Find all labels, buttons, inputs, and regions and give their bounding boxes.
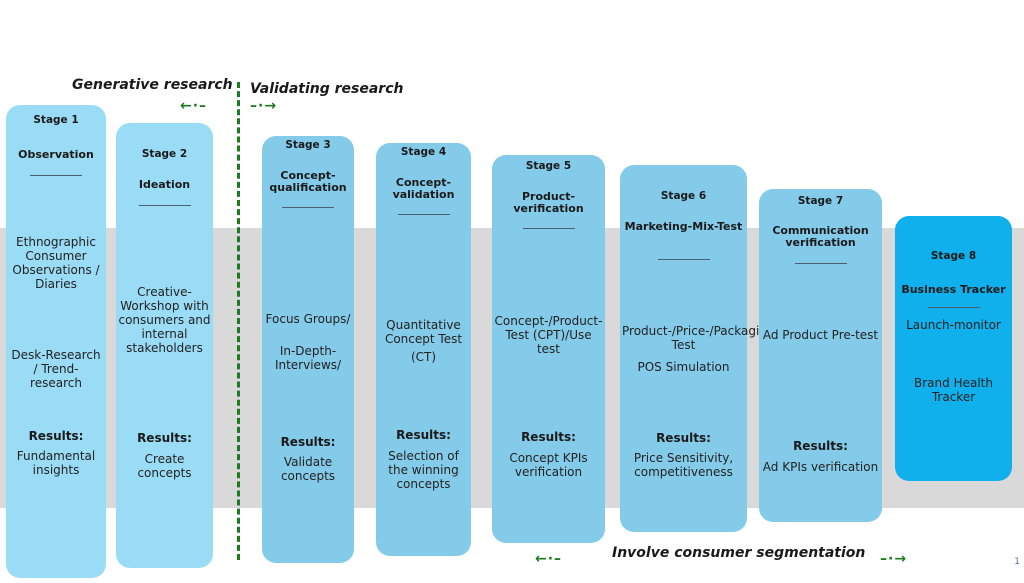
stage-method: Desk-Research / Trend-research <box>11 348 101 390</box>
stage-method: Product-/Price-/Packaging-Test <box>622 324 779 352</box>
stage-number: Stage 1 <box>33 114 79 126</box>
results-label: Results: <box>656 431 711 445</box>
generative-research-label: Generative research <box>72 77 233 93</box>
stage-method: Concept-/Product-Test (CPT)/Use test <box>494 314 603 356</box>
stage-4-card: Stage 4 Concept-validation Quantitative … <box>376 143 471 556</box>
divider <box>138 205 191 206</box>
stage-name: Product-verification <box>513 190 584 215</box>
stage-1-card: Stage 1 Observation Ethnographic Consume… <box>6 105 106 578</box>
divider <box>927 307 980 308</box>
validating-research-label: Validating research <box>250 81 404 97</box>
results-value: Fundamental insights <box>16 449 96 477</box>
stage-number: Stage 5 <box>525 160 572 172</box>
stage-3-card: Stage 3 Concept-qualification Focus Grou… <box>262 136 354 563</box>
divider <box>282 207 334 208</box>
divider <box>397 214 450 215</box>
stage-8-card: Stage 8 Business Tracker Launch-monitor … <box>895 216 1012 481</box>
stage-2-card: Stage 2 Ideation Creative-Workshop with … <box>116 123 213 568</box>
divider <box>522 228 575 229</box>
stage-number: Stage 6 <box>660 190 707 202</box>
stage-method: Brand Health Tracker <box>914 376 993 404</box>
stage-name: Concept-qualification <box>269 169 347 194</box>
stage-method: Creative-Workshop with consumers and int… <box>118 285 211 355</box>
results-value: Selection of the winning concepts <box>388 449 459 491</box>
stage-name: Communication verification <box>772 224 869 249</box>
stage-6-card: Stage 6 Marketing-Mix-Test Product-/Pric… <box>620 165 779 532</box>
stage-method: Ad Product Pre-test <box>762 328 879 342</box>
results-value: Ad KPIs verification <box>762 460 879 474</box>
results-label: Results: <box>280 435 336 449</box>
results-value: Create concepts <box>137 452 192 480</box>
stage-name: Concept-validation <box>392 176 455 201</box>
stage-method: Launch-monitor <box>906 318 1001 332</box>
research-divider-line <box>237 82 240 560</box>
results-label: Results: <box>137 431 192 445</box>
left-arrow-icon: ←·– <box>535 551 563 567</box>
stage-7-card: Stage 7 Communication verification Ad Pr… <box>759 189 882 522</box>
stage-method: (CT) <box>410 350 437 364</box>
results-value: Validate concepts <box>280 455 336 483</box>
divider <box>794 263 847 264</box>
results-label: Results: <box>521 430 576 444</box>
stage-number: Stage 7 <box>797 195 844 207</box>
stage-method: In-Depth-Interviews/ <box>274 344 342 372</box>
stage-name: Ideation <box>138 178 191 191</box>
stage-name: Observation <box>18 148 94 161</box>
stage-name: Marketing-Mix-Test <box>624 220 743 233</box>
left-arrow-icon: ←·– <box>180 98 208 114</box>
results-value: Concept KPIs verification <box>509 451 588 479</box>
results-label: Results: <box>396 428 451 442</box>
stage-method: Quantitative Concept Test <box>384 318 463 346</box>
divider <box>657 259 710 260</box>
right-arrow-icon: –·→ <box>880 551 908 567</box>
right-arrow-icon: –·→ <box>250 98 278 114</box>
stage-number: Stage 3 <box>285 139 331 151</box>
stage-number: Stage 4 <box>400 146 447 158</box>
results-value: Price Sensitivity, competitiveness <box>633 451 734 479</box>
page-number: 1 <box>1014 557 1020 567</box>
stage-number: Stage 8 <box>930 250 977 262</box>
stage-method: POS Simulation <box>637 360 730 374</box>
stage-number: Stage 2 <box>141 148 188 160</box>
stage-5-card: Stage 5 Product-verification Concept-/Pr… <box>492 155 605 543</box>
results-label: Results: <box>28 429 84 443</box>
consumer-segmentation-label: Involve consumer segmentation <box>612 545 866 561</box>
stage-method: Ethnographic Consumer Observations / Dia… <box>12 235 100 291</box>
stage-name: Business Tracker <box>901 283 1006 296</box>
stage-method: Focus Groups/ <box>265 312 351 326</box>
divider <box>30 175 82 176</box>
results-label: Results: <box>793 439 848 453</box>
